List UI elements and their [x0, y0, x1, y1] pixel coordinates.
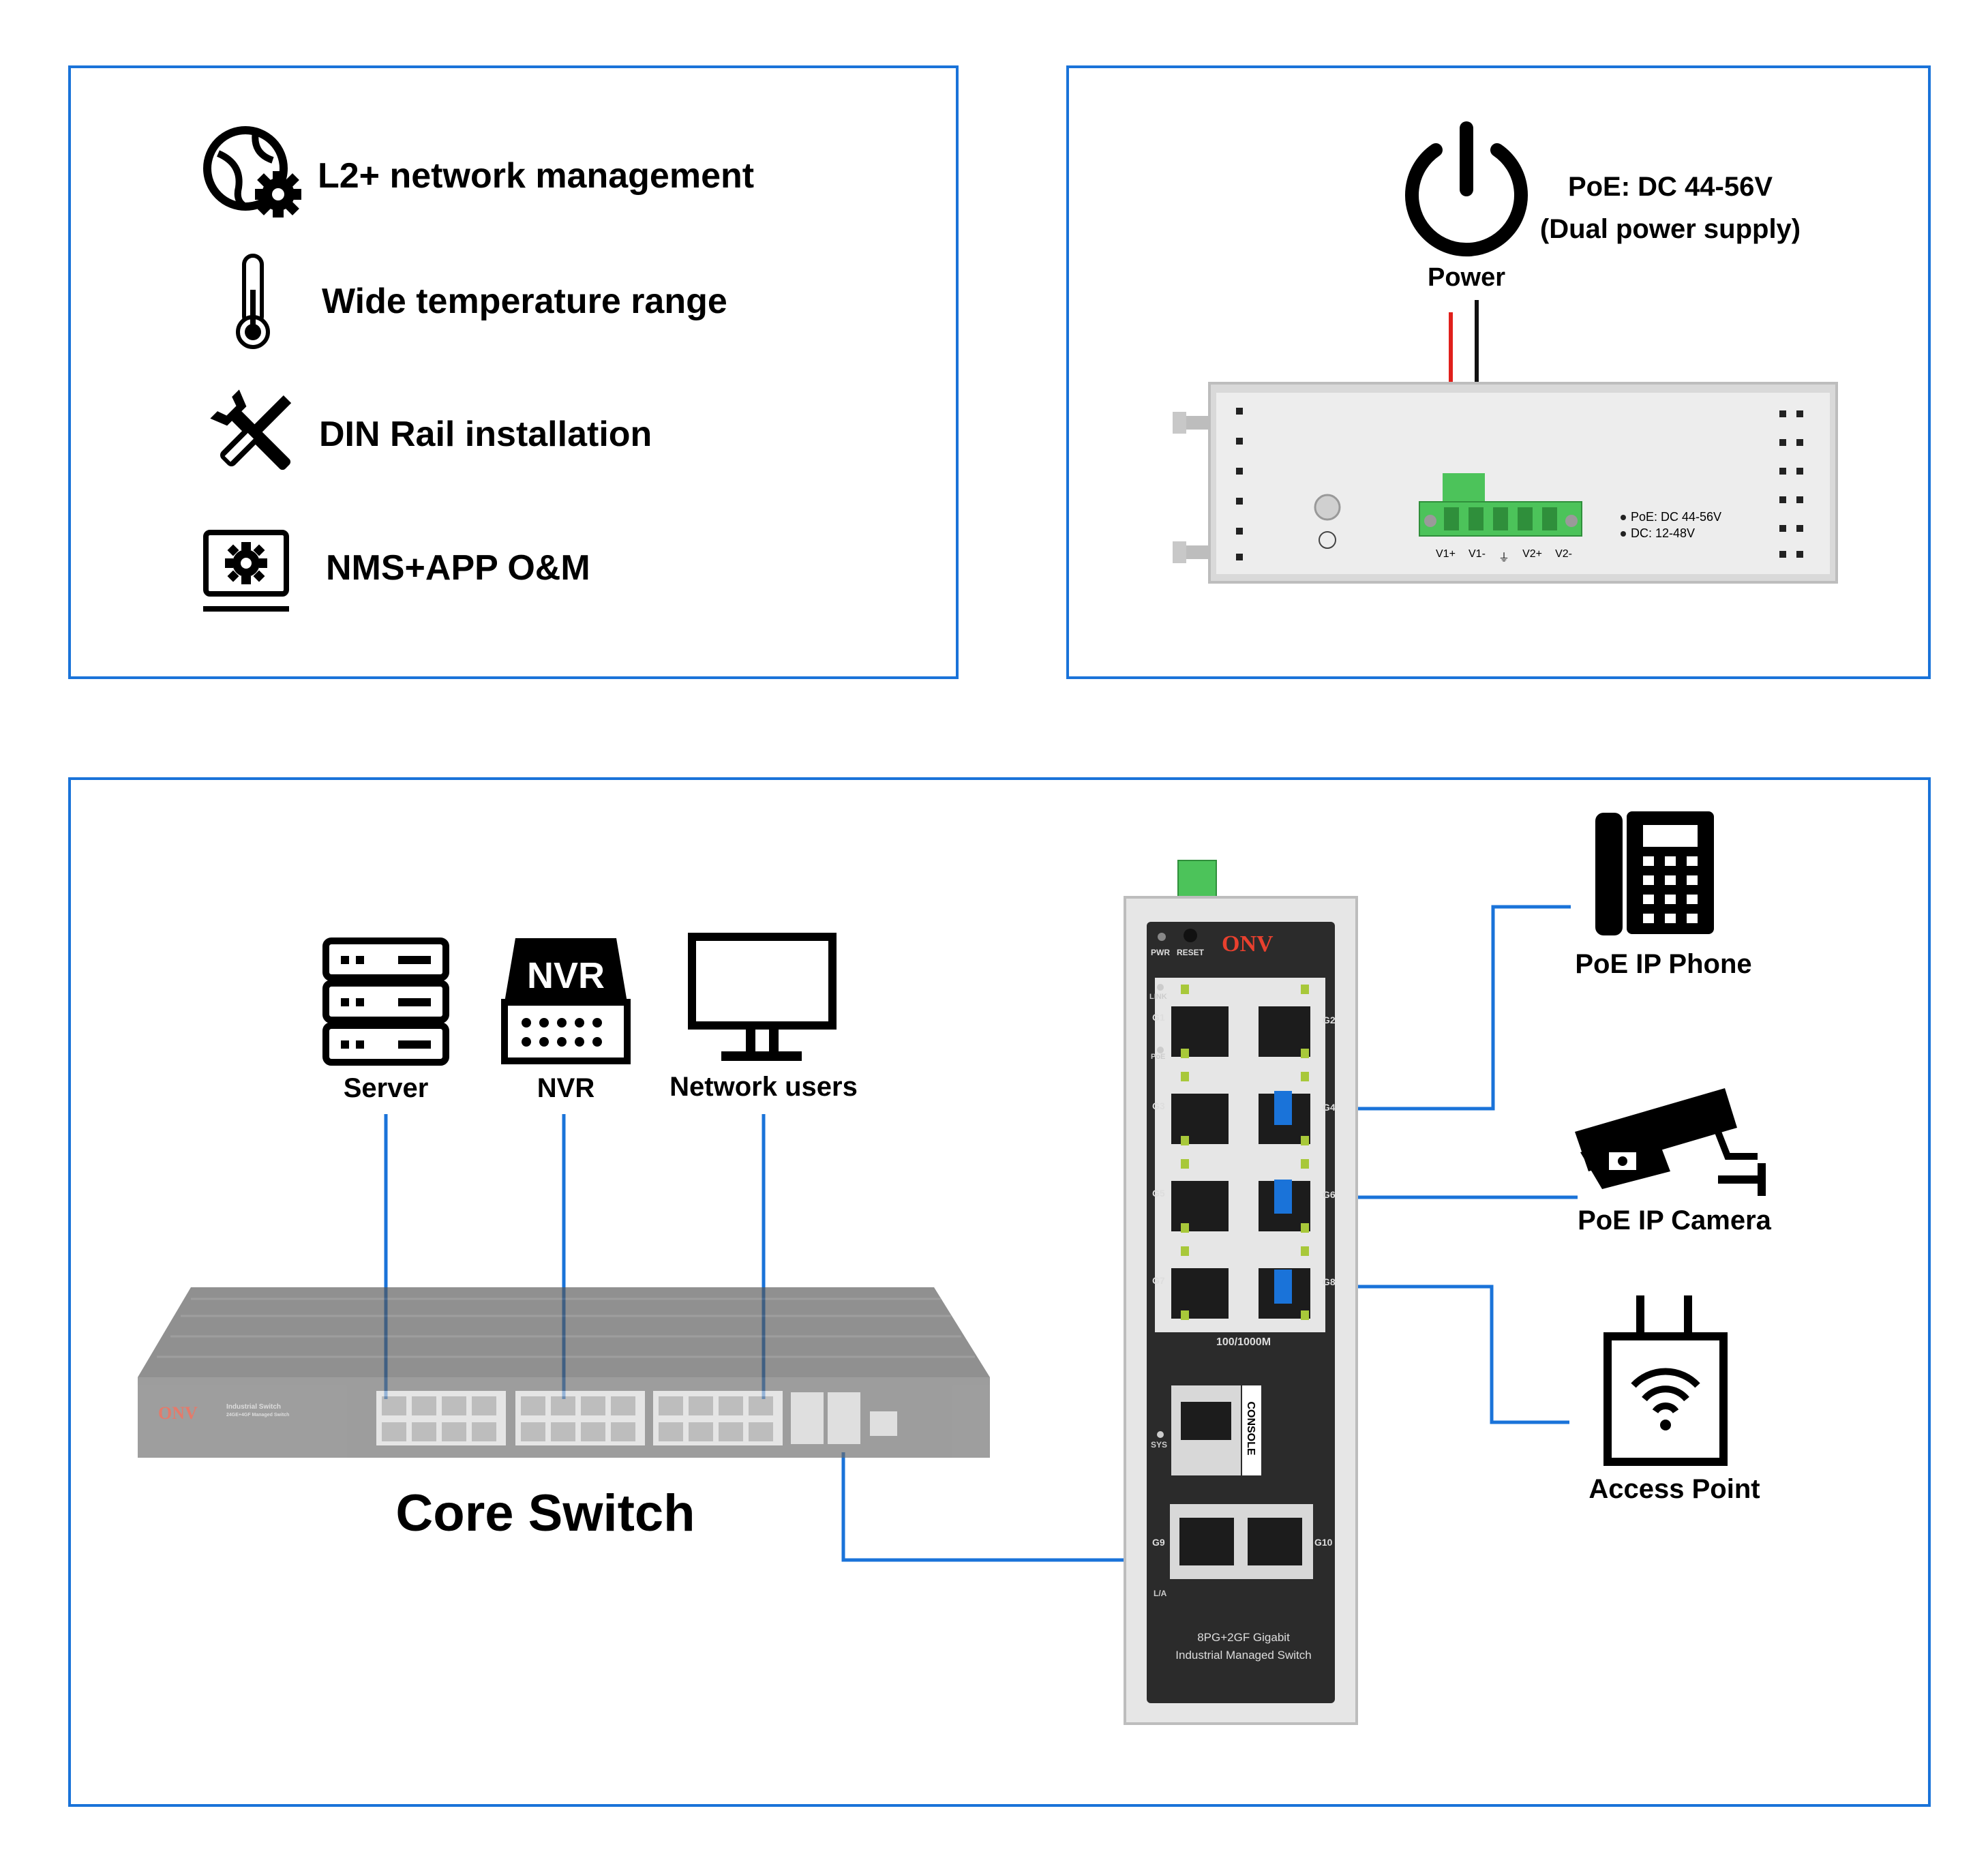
switch-poe-label: PoE [1151, 1053, 1166, 1061]
core-switch-label: Core Switch [395, 1484, 695, 1542]
core-brand: ONV [158, 1403, 198, 1423]
power-spec-line2: (Dual power supply) [1539, 214, 1801, 244]
poe-port-g4-connector [1274, 1091, 1292, 1125]
feature-wide-temperature: Wide temperature range [322, 282, 727, 321]
switch-pwr-led: PWR [1151, 948, 1170, 957]
core-model-line2: 24GE+4GF Managed Switch [226, 1413, 290, 1418]
port-label-g5: G5 [1152, 1188, 1165, 1199]
sfp-label-g9: G9 [1152, 1537, 1165, 1548]
monitor-icon [688, 933, 837, 1061]
thermometer-icon [236, 254, 270, 349]
switch-console-label: CONSOLE [1245, 1401, 1256, 1456]
wrench-screwdriver-icon [210, 389, 292, 470]
terminal-v1-plus: V1+ [1436, 548, 1456, 560]
switch-reset: RESET [1177, 948, 1205, 957]
port-label-g8: G8 [1323, 1276, 1336, 1287]
switch-model-line2: Industrial Managed Switch [1175, 1649, 1312, 1662]
device-spec-poe: PoE: DC 44-56V [1631, 510, 1722, 524]
switch-speed-label: 100/1000M [1216, 1336, 1271, 1348]
device-spec-dc: DC: 12-48V [1631, 526, 1696, 540]
label-access-point: Access Point [1588, 1474, 1760, 1504]
core-model-line1: Industrial Switch [226, 1403, 282, 1411]
ip-phone-icon [1595, 811, 1714, 935]
feature-nms-app: NMS+APP O&M [326, 548, 590, 588]
label-poe-ip-phone: PoE IP Phone [1575, 949, 1752, 979]
switch-brand: ONV [1222, 931, 1274, 957]
power-spec-line1: PoE: DC 44-56V [1567, 172, 1773, 202]
switch-model-line1: 8PG+2GF Gigabit [1197, 1631, 1290, 1644]
link-ip-phone [1282, 905, 1571, 1111]
poe-port-g6-connector [1274, 1180, 1292, 1214]
label-server: Server [343, 1073, 429, 1103]
industrial-switch-device [1124, 860, 1358, 1725]
nvr-badge: NVR [526, 955, 605, 996]
globe-gear-icon [203, 126, 301, 217]
port-label-g1: G1 [1152, 1012, 1165, 1023]
port-label-g2: G2 [1323, 1015, 1336, 1025]
sfp-label-g10: G10 [1314, 1537, 1333, 1548]
feature-din-rail: DIN Rail installation [319, 415, 652, 454]
label-poe-ip-camera: PoE IP Camera [1578, 1205, 1771, 1235]
label-nvr: NVR [537, 1073, 595, 1103]
nvr-icon [501, 938, 631, 1064]
features-panel [68, 65, 959, 679]
port-label-g4: G4 [1323, 1102, 1336, 1113]
link-uplink-sfp [841, 1452, 1204, 1562]
link-access-point [1282, 1285, 1569, 1424]
port-label-g3: G3 [1152, 1100, 1165, 1111]
poe-port-g8-connector [1274, 1270, 1292, 1304]
access-point-icon [1603, 1295, 1728, 1466]
switch-sys-label: SYS [1151, 1440, 1168, 1450]
server-icon [322, 937, 449, 1066]
power-icon [1405, 121, 1528, 257]
ip-camera-icon [1575, 1088, 1766, 1196]
power-label: Power [1427, 263, 1506, 292]
switch-link-label: LINK [1149, 993, 1167, 1001]
label-network-users: Network users [669, 1072, 858, 1102]
terminal-ground: ⏚ [1498, 552, 1509, 564]
din-switch-side-view [1173, 382, 1838, 584]
terminal-labels: V1+ V1- ⏚ V2+ V2- [1436, 548, 1572, 565]
laptop-gear-icon [203, 530, 289, 612]
switch-la-label: L/A [1154, 1589, 1167, 1598]
terminal-v2-minus: V2- [1555, 548, 1572, 560]
core-switch-device [138, 1287, 990, 1458]
terminal-v2-plus: V2+ [1522, 548, 1542, 560]
port-label-g7: G7 [1152, 1275, 1165, 1286]
port-label-g6: G6 [1323, 1189, 1336, 1200]
terminal-v1-minus: V1- [1469, 548, 1486, 560]
feature-l2-management: L2+ network management [318, 156, 755, 196]
